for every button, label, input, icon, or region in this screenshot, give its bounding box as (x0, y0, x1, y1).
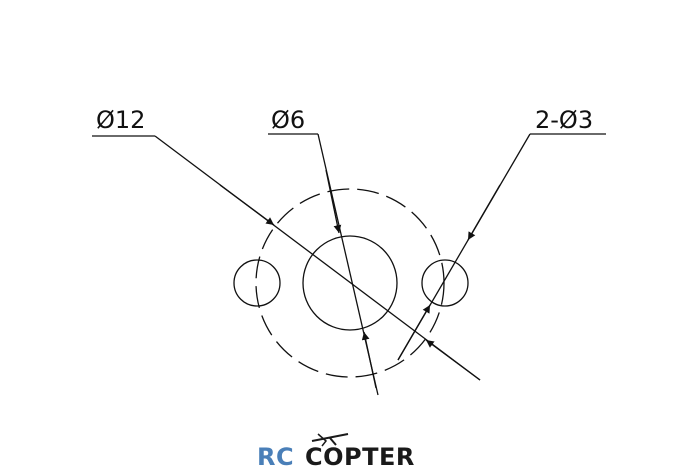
dim-label-center: Ø6 (271, 106, 305, 134)
propeller-icon (311, 433, 349, 447)
arrow-outer-1 (219, 184, 275, 226)
dim-label-side: 2-Ø3 (535, 106, 593, 134)
right-hole (421, 259, 469, 307)
leader-outer-diagonal (154, 135, 481, 381)
arrow-center-2 (361, 331, 377, 389)
rc-copter-logo: RC COPTER (257, 433, 415, 471)
left-hole (233, 259, 281, 307)
arrow-side-2 (397, 304, 431, 361)
logo-name: COPTER (305, 443, 415, 471)
logo-prefix: RC (257, 443, 294, 471)
arrow-outer-2 (425, 339, 481, 381)
center-hole (302, 235, 398, 331)
dim-label-outer: Ø12 (96, 106, 145, 134)
arrow-center-1 (325, 169, 342, 234)
outer-circle (255, 188, 445, 378)
arrow-side-1 (467, 184, 501, 241)
